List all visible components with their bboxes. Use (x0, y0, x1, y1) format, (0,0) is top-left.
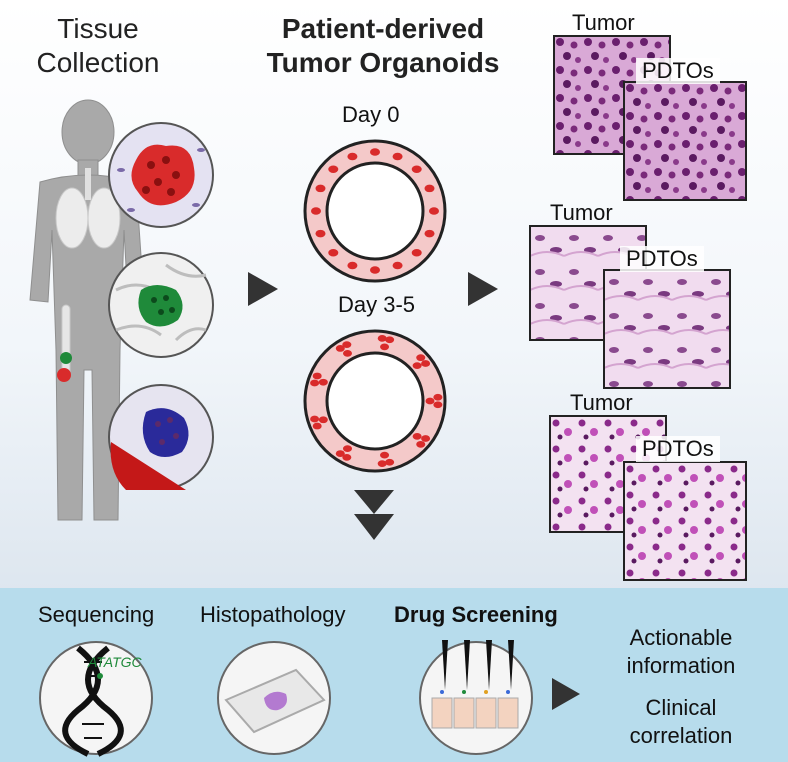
lungs (55, 187, 121, 249)
day0-label: Day 0 (342, 102, 400, 127)
organoid-cell (312, 372, 322, 380)
organoid-cell (416, 440, 426, 448)
organoid-cell (424, 184, 435, 193)
organoid-cell (310, 379, 320, 387)
organoid-cell (343, 445, 352, 453)
organoid-cell (310, 415, 320, 423)
dna-sequence: ATATGC (88, 654, 142, 670)
pdtos-label-1: PDTOs (636, 58, 720, 84)
sequencing-label: Sequencing (38, 602, 155, 627)
sequencing-icon (39, 641, 153, 757)
arrow-down-double (354, 490, 394, 540)
histology-pdtos-1 (623, 81, 747, 201)
organoid-cell (380, 343, 390, 351)
clinical-correlation: Clinical correlation (606, 694, 756, 750)
tissue-title-line1: Tissue (57, 13, 139, 44)
histology-pdtos-3 (623, 461, 747, 581)
tissue-title-line2: Collection (36, 47, 160, 78)
organoid-cell (377, 460, 387, 467)
organoid-cell (411, 248, 422, 257)
organoid-cell (335, 450, 345, 457)
arrow-right-2 (468, 272, 498, 306)
organoids-title-line2: Tumor Organoids (266, 47, 500, 78)
organoids-title: Patient-derived Tumor Organoids (238, 12, 528, 80)
histology-pdtos-2 (603, 269, 731, 389)
pdtos-label-3: PDTOs (636, 436, 720, 462)
organoid-cell (380, 451, 390, 459)
organoid-cell (412, 432, 422, 440)
tissue-circle-red (108, 122, 214, 228)
organoid-cell (429, 207, 439, 215)
organoid-cell (347, 152, 358, 161)
organoid-cell (385, 336, 395, 344)
clinical-line2: correlation (629, 723, 733, 748)
drug-screening-icon (419, 640, 533, 755)
organoid-cell (343, 349, 352, 357)
histopathology-icon (217, 641, 331, 755)
arrow-right-3 (552, 678, 580, 710)
organoid-cell (315, 184, 326, 193)
tumor-label-2: Tumor (550, 200, 613, 225)
tissue-circle-blue (108, 384, 214, 490)
organoid-day35 (303, 329, 447, 473)
actionable-info: Actionable information (606, 624, 756, 680)
organoid-cell (412, 362, 422, 370)
leg-tumor-red (57, 368, 71, 382)
drug-screening-label: Drug Screening (394, 602, 558, 627)
organoid-cell (370, 148, 380, 156)
organoid-cell (370, 266, 380, 274)
leg-bone (61, 304, 71, 376)
actionable-line1: Actionable (629, 625, 733, 650)
organoid-cell (421, 435, 431, 442)
organoid-cell (392, 261, 403, 270)
actionable-line2: information (626, 653, 736, 678)
organoid-cell (385, 458, 395, 466)
tumor-label-1: Tumor (572, 10, 635, 35)
day35-label: Day 3-5 (338, 292, 416, 317)
tissue-circle-green (108, 252, 214, 358)
leg-tumor-green (60, 352, 72, 364)
organoid-cell (433, 401, 443, 409)
organoid-cell (312, 422, 322, 430)
organoid-cell (377, 335, 387, 342)
arrow-right-1 (248, 272, 278, 306)
organoid-cell (315, 229, 326, 238)
organoid-day0 (303, 139, 447, 283)
organoids-title-line1: Patient-derived (281, 13, 485, 44)
organoid-cell (318, 378, 328, 386)
organoid-cell (425, 397, 435, 405)
organoid-cell (433, 393, 443, 401)
clinical-line1: Clinical (645, 695, 717, 720)
organoid-cell (416, 354, 426, 362)
organoid-cell (335, 345, 345, 352)
organoid-cell (411, 165, 422, 174)
tissue-title: Tissue Collection (28, 12, 168, 80)
organoid-cell (328, 248, 339, 257)
organoid-cell (392, 152, 403, 161)
organoid-cell (318, 416, 328, 424)
organoid-cell (421, 360, 431, 367)
tumor-label-3: Tumor (570, 390, 633, 415)
histopathology-label: Histopathology (200, 602, 346, 627)
organoid-cell (347, 261, 358, 270)
organoid-cell (328, 165, 339, 174)
organoid-cell (424, 229, 435, 238)
organoid-cell (342, 453, 352, 461)
organoid-cell (342, 341, 352, 349)
pdtos-label-2: PDTOs (620, 246, 704, 272)
organoid-cell (311, 207, 321, 215)
